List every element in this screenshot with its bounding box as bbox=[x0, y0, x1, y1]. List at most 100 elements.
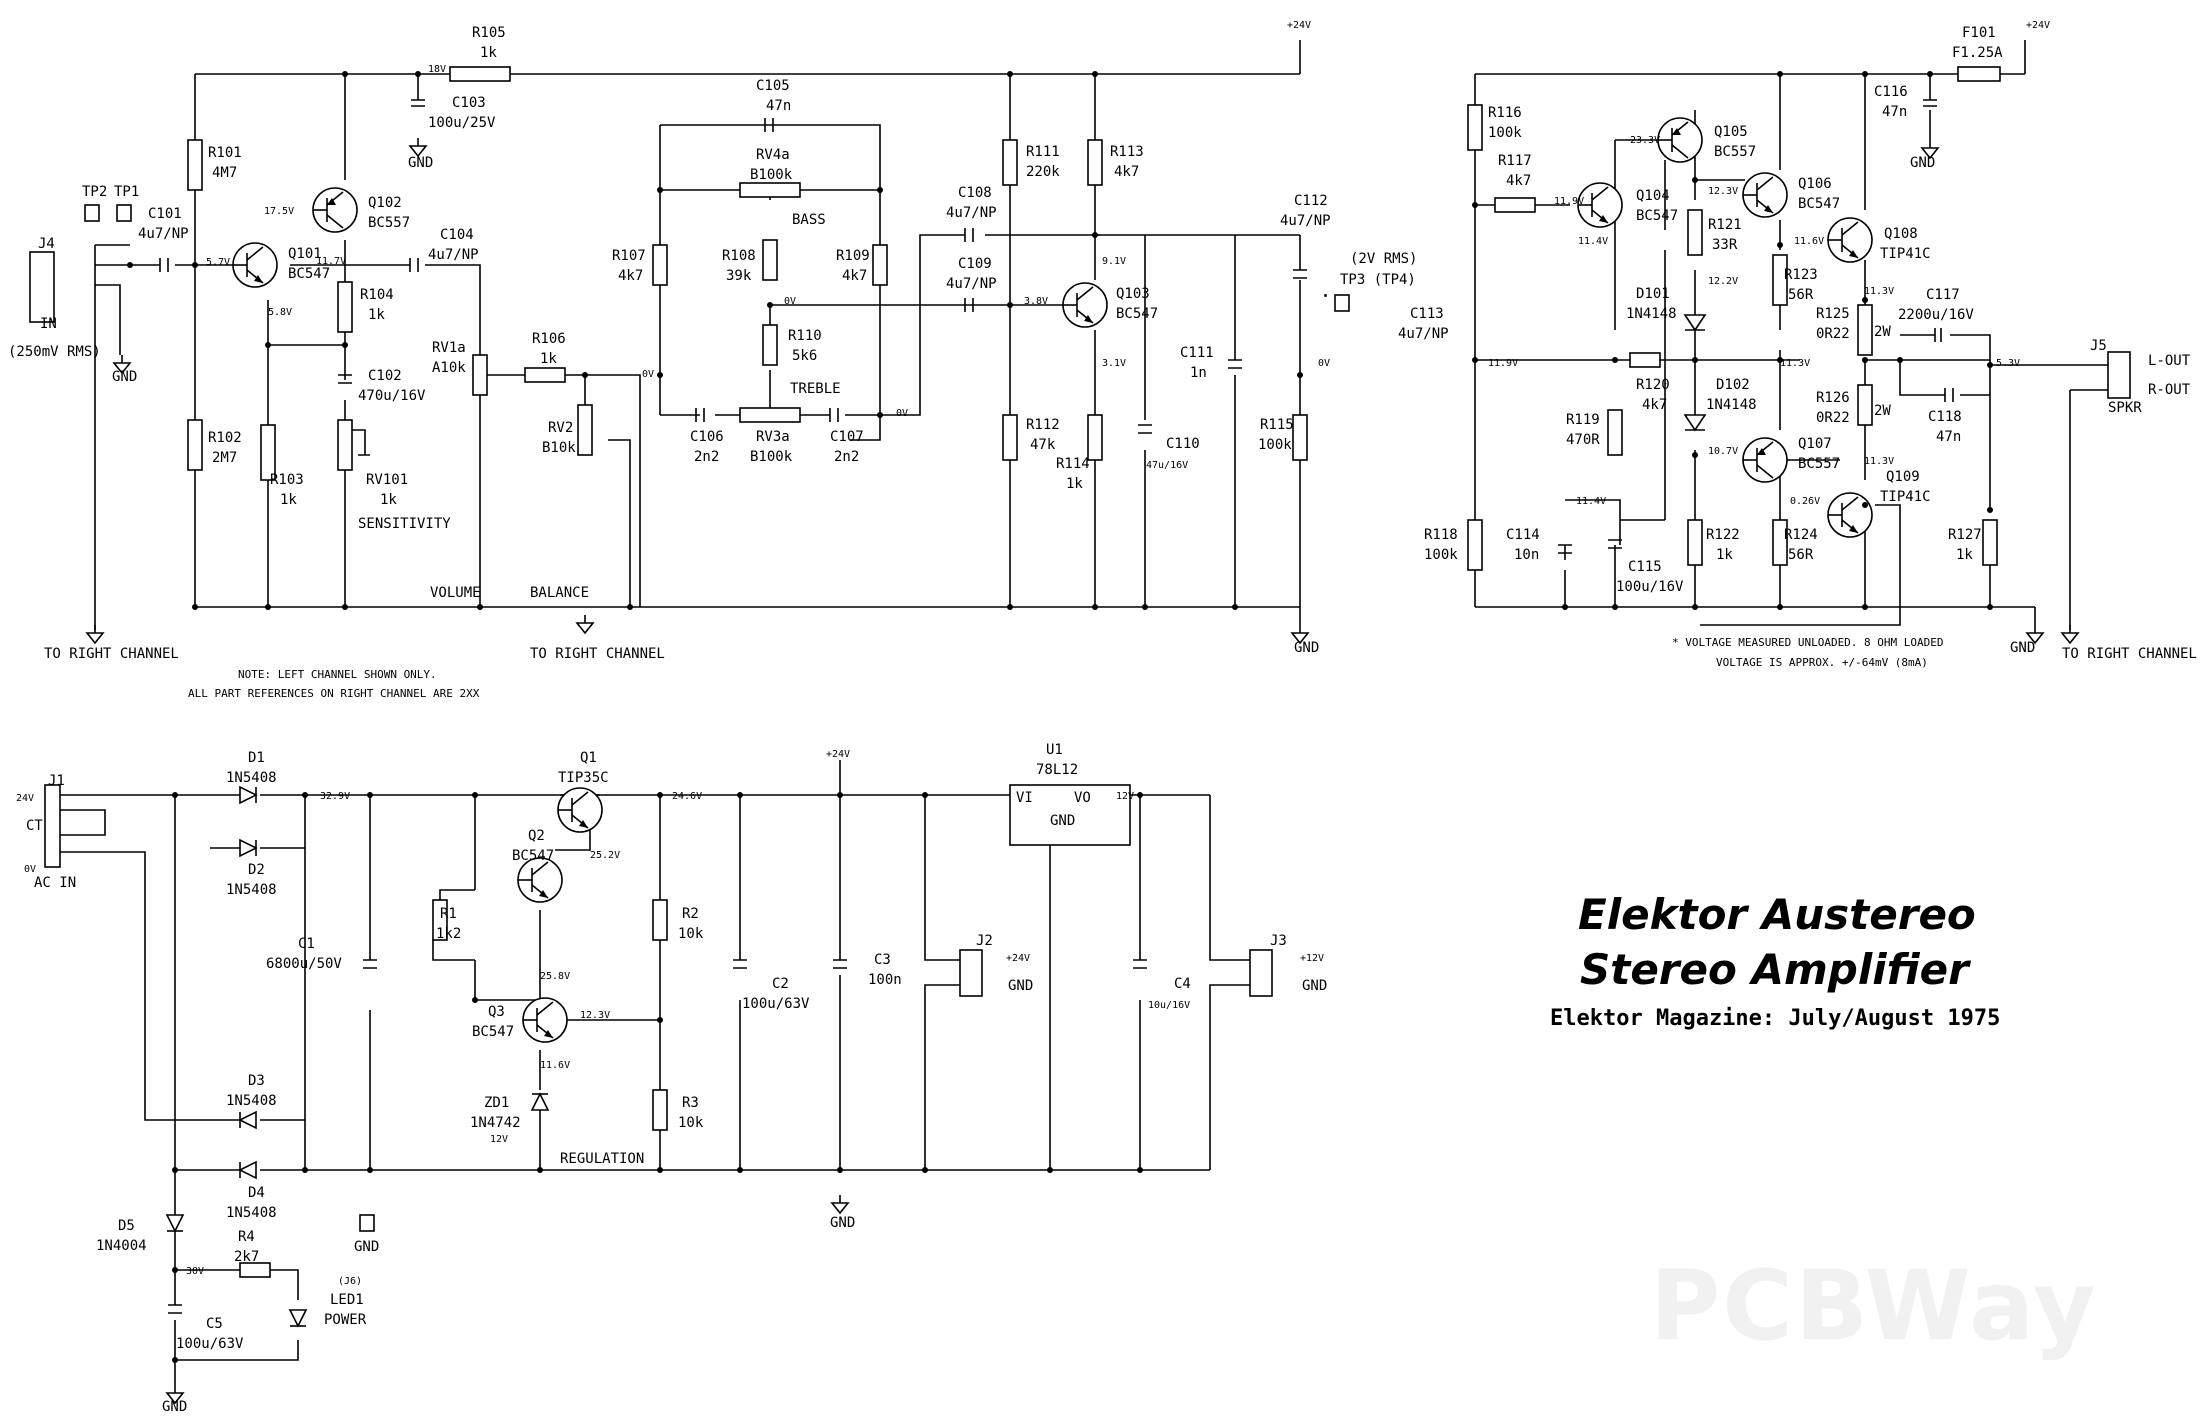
rv4a-ref: RV4a bbox=[756, 147, 790, 163]
v0-c: 0V bbox=[896, 408, 908, 419]
c112-val: 4u7/NP bbox=[1280, 213, 1331, 229]
v18: 18V bbox=[428, 64, 446, 75]
f101-ref: F101 bbox=[1962, 25, 1996, 41]
r127-ref: R127 bbox=[1948, 527, 1982, 543]
schematic-subtitle: Stereo Amplifier bbox=[1580, 945, 1969, 994]
pcbway-watermark: PCBWay bbox=[1650, 1250, 2098, 1362]
q104-val: BC547 bbox=[1636, 208, 1678, 224]
r3-ref: R3 bbox=[682, 1095, 699, 1111]
r116-val: 100k bbox=[1488, 125, 1522, 141]
supply-24v-top: +24V bbox=[1287, 20, 1311, 31]
j1-0v: 0V bbox=[24, 864, 36, 875]
v252: 25.2V bbox=[590, 850, 620, 861]
v12: 12V bbox=[1116, 791, 1134, 802]
j5-ref: J5 bbox=[2090, 338, 2107, 354]
j4-in: IN bbox=[40, 316, 57, 332]
q109-val: TIP41C bbox=[1880, 489, 1931, 505]
d4-val: 1N5408 bbox=[226, 1205, 277, 1221]
v0-a: 0V bbox=[642, 369, 654, 380]
power-supply-components bbox=[44, 784, 1273, 1404]
c108-val: 4u7/NP bbox=[946, 205, 997, 221]
r112-val: 47k bbox=[1030, 437, 1056, 453]
r107-ref: R107 bbox=[612, 248, 646, 264]
d102-ref: D102 bbox=[1716, 377, 1750, 393]
c105-ref: C105 bbox=[756, 78, 790, 94]
r2-ref: R2 bbox=[682, 906, 699, 922]
c105-val: 47n bbox=[766, 98, 791, 114]
r105-val: 1k bbox=[480, 45, 497, 61]
q106-val: BC547 bbox=[1798, 196, 1840, 212]
r101-ref: R101 bbox=[208, 145, 242, 161]
gnd-c116: GND bbox=[1910, 155, 1935, 171]
v116-b: 11.6V bbox=[540, 1060, 570, 1071]
v113-b: 11.3V bbox=[1780, 358, 1810, 369]
led1-ref: LED1 bbox=[330, 1292, 364, 1308]
c5-val: 100u/63V bbox=[176, 1336, 244, 1352]
r114-val: 1k bbox=[1066, 476, 1083, 492]
d1-ref: D1 bbox=[248, 750, 265, 766]
v114-a: 11.4V bbox=[1578, 236, 1608, 247]
q103-ref: Q103 bbox=[1116, 286, 1150, 302]
c4-ref: C4 bbox=[1174, 976, 1191, 992]
c111-val: 1n bbox=[1190, 365, 1207, 381]
r105-body bbox=[449, 66, 511, 82]
r111-ref: R111 bbox=[1026, 144, 1060, 160]
magazine-credit: Elektor Magazine: July/August 1975 bbox=[1550, 1006, 2001, 1031]
r4-ref: R4 bbox=[238, 1229, 255, 1245]
c106-val: 2n2 bbox=[694, 449, 719, 465]
rv1a-ref: RV1a bbox=[432, 340, 466, 356]
bass: BASS bbox=[792, 212, 826, 228]
r125-ref: R125 bbox=[1816, 306, 1850, 322]
c5-ref: C5 bbox=[206, 1316, 223, 1332]
j1-ct: CT bbox=[26, 818, 43, 834]
c101-ref: C101 bbox=[148, 206, 182, 222]
r105-ref: R105 bbox=[472, 25, 506, 41]
v114-b: 11.4V bbox=[1576, 496, 1606, 507]
r107-val: 4k7 bbox=[618, 268, 643, 284]
v0-b: 0V bbox=[784, 296, 796, 307]
r124-val: 56R bbox=[1788, 547, 1814, 563]
q106-ref: Q106 bbox=[1798, 176, 1832, 192]
c107-ref: C107 bbox=[830, 429, 864, 445]
v113-c: 11.3V bbox=[1864, 456, 1894, 467]
j1-acin: AC IN bbox=[34, 875, 76, 891]
c118-ref: C118 bbox=[1928, 409, 1962, 425]
r118-ref: R118 bbox=[1424, 527, 1458, 543]
note-voltage-2: VOLTAGE IS APPROX. +/-64mV (8mA) bbox=[1716, 656, 1928, 669]
r125-val: 0R22 bbox=[1816, 326, 1850, 342]
sensitivity: SENSITIVITY bbox=[358, 516, 451, 532]
regulation: REGULATION bbox=[560, 1151, 644, 1167]
q101-ref: Q101 bbox=[288, 246, 322, 262]
v233: 23.3V bbox=[1630, 135, 1660, 146]
c102-ref: C102 bbox=[368, 368, 402, 384]
d102-val: 1N4148 bbox=[1706, 397, 1757, 413]
c102-val: 470u/16V bbox=[358, 388, 426, 404]
j2-24v: +24V bbox=[1006, 953, 1030, 964]
rv2-ref: RV2 bbox=[548, 420, 573, 436]
trc-mid: TO RIGHT CHANNEL bbox=[530, 646, 665, 662]
c1-val: 6800u/50V bbox=[266, 956, 342, 972]
r103-ref: R103 bbox=[270, 472, 304, 488]
r122-val: 1k bbox=[1716, 547, 1733, 563]
c109-val: 4u7/NP bbox=[946, 276, 997, 292]
v53: 5.3V bbox=[1996, 358, 2020, 369]
r106-val: 1k bbox=[540, 351, 557, 367]
r123-ref: R123 bbox=[1784, 267, 1818, 283]
r120-val: 4k7 bbox=[1642, 397, 1667, 413]
q101-val: BC547 bbox=[288, 266, 330, 282]
q107-val: BC557 bbox=[1798, 456, 1840, 472]
u1-vi: VI bbox=[1016, 790, 1033, 806]
r124-ref: R124 bbox=[1784, 527, 1818, 543]
v30: 30V bbox=[186, 1266, 204, 1277]
r115-val: 100k bbox=[1258, 437, 1292, 453]
c101-val: 4u7/NP bbox=[138, 226, 189, 242]
gnd-mid: GND bbox=[1294, 640, 1319, 656]
c2-ref: C2 bbox=[772, 976, 789, 992]
r103-val: 1k bbox=[280, 492, 297, 508]
d3-val: 1N5408 bbox=[226, 1093, 277, 1109]
r119-ref: R119 bbox=[1566, 412, 1600, 428]
preamp-wiring bbox=[94, 40, 1301, 630]
r104-ref: R104 bbox=[360, 287, 394, 303]
gnd-ps: GND bbox=[830, 1215, 855, 1231]
pw126: 2W bbox=[1874, 403, 1891, 419]
